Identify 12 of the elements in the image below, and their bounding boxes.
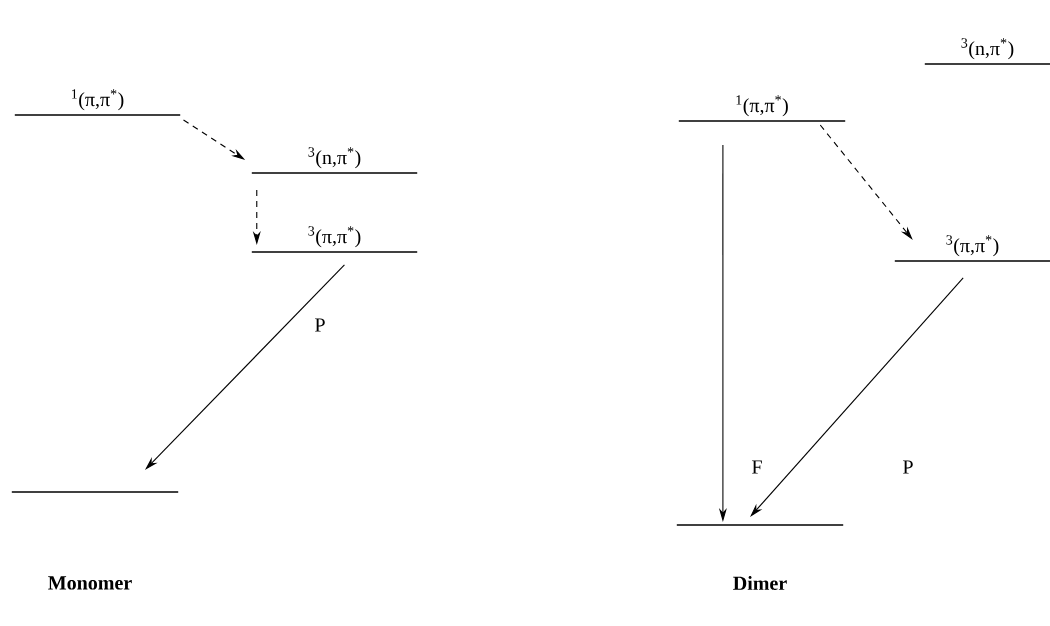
energy-level: $^{3}$(n,π$^{*}$) <box>924 38 1050 65</box>
edge-label: F <box>750 459 764 475</box>
energy-level: $^{3}$(n,π$^{*}$) <box>251 147 418 174</box>
energy-level: $^{1}$(π,π$^{*}$) <box>678 95 846 122</box>
edge-label: P <box>313 317 327 333</box>
energy-level: $^{3}$(π,π$^{*}$) <box>894 235 1050 262</box>
energy-level: $^{3}$(π,π$^{*}$) <box>251 226 418 253</box>
panel-title: Dimer <box>733 575 787 590</box>
energy-level: $^{1}$(π,π$^{*}$) <box>14 89 181 116</box>
arrow <box>750 277 964 517</box>
panel-title: Monomer <box>48 576 132 590</box>
edge-label: P <box>901 459 915 475</box>
